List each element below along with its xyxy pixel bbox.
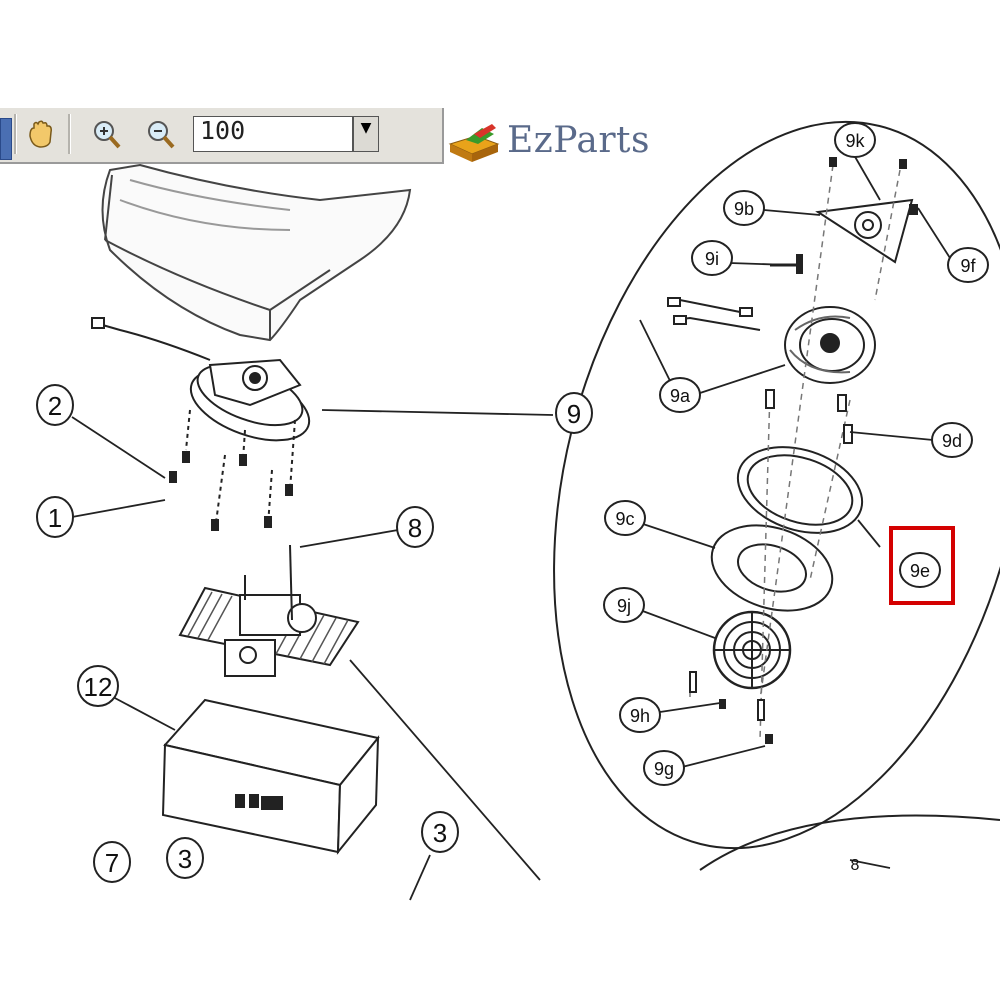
blower-mount-plate [815,198,914,264]
callout-9a[interactable]: 9a [670,386,691,406]
toolbar-edge-button[interactable] [0,118,12,160]
blower-assembly [91,317,311,442]
callout-2[interactable]: 2 [48,391,62,421]
callout-9k[interactable]: 9k [845,131,865,151]
highlight-box-9e[interactable] [889,526,955,605]
callout-9b[interactable]: 9b [734,199,754,219]
gasket-ring [736,446,864,534]
blower-wheel [784,306,876,384]
fan-guard [712,610,792,690]
zoom-level-input[interactable]: 100 [193,116,353,152]
zoom-out-button[interactable] [138,114,182,154]
chevron-down-icon: ▼ [360,120,372,136]
callout-3[interactable]: 3 [433,818,447,848]
callout-9f[interactable]: 9f [960,256,976,276]
hood-cover [101,163,412,342]
zoom-out-icon [148,121,175,149]
callout-labels: 2 1 9 8 12 3 3 7 9k 9b 9f 9i 9a 9d 9c 9e… [48,131,977,878]
enclosure-box [161,698,380,855]
callout-9i[interactable]: 9i [705,249,719,269]
toolbar-separator [14,114,17,154]
toolbar-separator [68,114,71,154]
ezparts-logo-icon [448,124,500,162]
callout-1[interactable]: 1 [48,503,62,533]
zoom-in-icon [94,121,121,149]
callout-7[interactable]: 7 [105,848,119,878]
callout-9j[interactable]: 9j [617,596,631,616]
next-view-boundary [699,814,1000,871]
callout-9[interactable]: 9 [567,399,581,429]
zoom-in-button[interactable] [84,114,128,154]
callout-9h[interactable]: 9h [630,706,650,726]
mounting-flange [710,524,834,612]
zoom-dropdown-button[interactable]: ▼ [353,116,379,152]
leader-lines [71,154,951,901]
pan-hand-button[interactable] [18,114,62,154]
callout-9c[interactable]: 9c [615,509,634,529]
callout-9d[interactable]: 9d [942,431,962,451]
callout-3-secondary[interactable]: 3 [178,844,192,874]
blower-screws [169,409,296,531]
grate-assembly [178,544,360,677]
brand-name: EzParts [507,120,650,161]
callout-9e[interactable]: 9e [910,561,930,581]
callout-12[interactable]: 12 [84,672,113,702]
callout-circles [36,122,989,883]
assembly-centerlines [689,164,901,741]
callout-8[interactable]: 8 [408,513,422,543]
hand-icon [29,120,52,148]
callout-8-partial[interactable]: 8 [851,857,860,874]
callout-9g[interactable]: 9g [654,759,674,779]
